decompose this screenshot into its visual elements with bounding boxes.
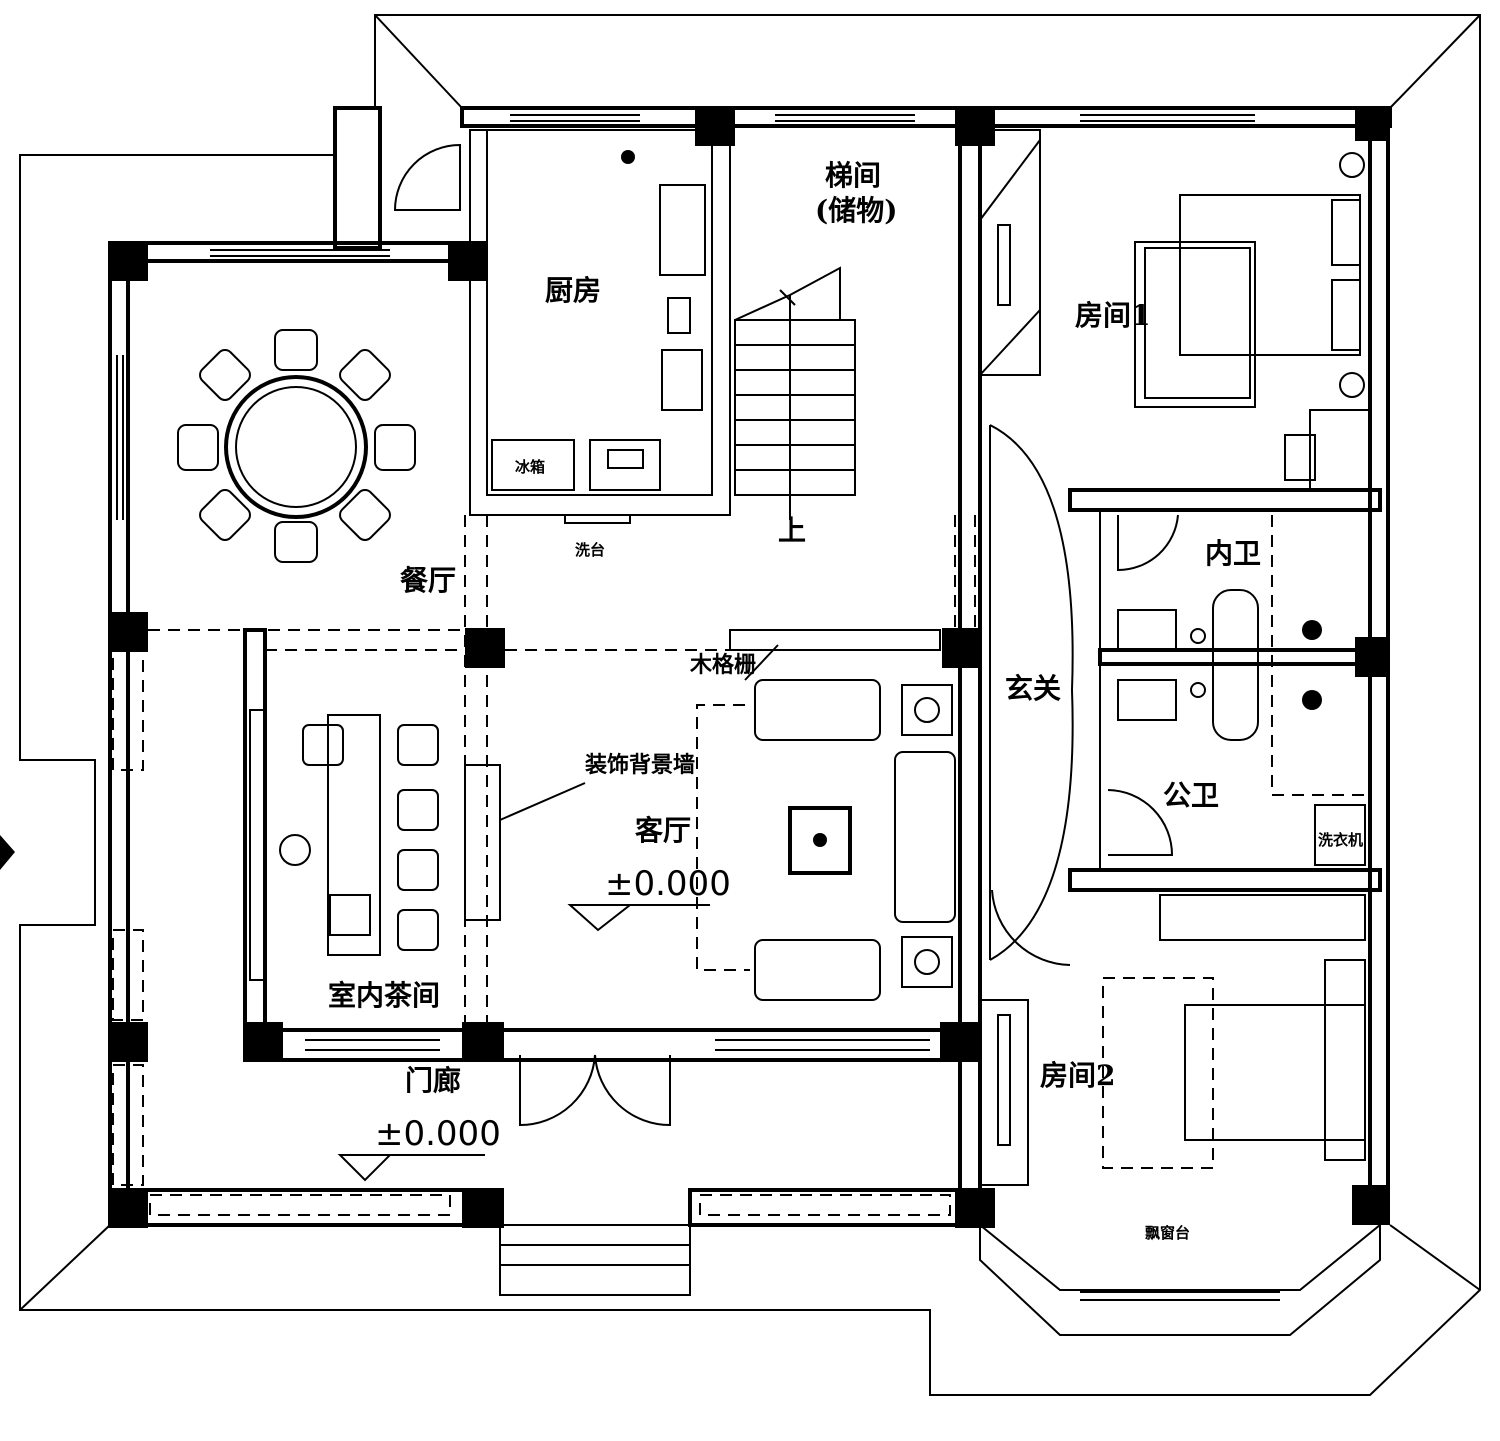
elevation-marks: ±0.000 ±0.000 [375, 864, 731, 1154]
fixture-labels: 上 冰箱 洗台 木格栅 装饰背景墙 洗衣机 飘窗台 [515, 458, 1363, 1242]
label-feature-wall: 装饰背景墙 [585, 752, 695, 778]
entrance-doors [393, 143, 691, 1296]
label-foyer: 玄关 [1005, 672, 1061, 705]
foyer [989, 424, 1074, 961]
label-storage: (储物) [815, 194, 898, 227]
label-stair-up: 上 [778, 514, 806, 547]
columns [108, 106, 1390, 1228]
label-room2: 房间2 [1040, 1059, 1115, 1092]
elevation-living: ±0.000 [605, 864, 731, 904]
room-labels: 梯间 (储物) 厨房 房间1 餐厅 内卫 玄关 公卫 客厅 室内茶间 门廊 房间… [328, 159, 1261, 1097]
label-dining: 餐厅 [400, 564, 456, 597]
label-porch: 门廊 [405, 1064, 461, 1097]
label-fridge: 冰箱 [515, 458, 545, 476]
label-wood-cabinet: 木格栅 [689, 652, 756, 678]
label-room1: 房间1 [1075, 299, 1150, 332]
room2-furniture [979, 889, 1366, 1186]
tea-room [249, 709, 586, 981]
label-tea-room: 室内茶间 [328, 979, 440, 1012]
elevation-porch: ±0.000 [375, 1114, 501, 1154]
living-furniture [337, 629, 956, 1182]
dining-table [177, 329, 416, 563]
windows [112, 114, 1255, 1216]
bathrooms [1099, 510, 1366, 870]
label-kitchen: 厨房 [545, 274, 601, 307]
room1-furniture [979, 129, 1371, 491]
label-stair: 梯间 [825, 159, 881, 192]
label-washer: 洗衣机 [1318, 831, 1363, 849]
dashed-openings [148, 515, 976, 1022]
stair [734, 266, 856, 520]
label-living: 客厅 [635, 814, 691, 847]
bay-window [979, 1222, 1381, 1336]
label-inner-bath: 内卫 [1205, 537, 1261, 570]
label-public-bath: 公卫 [1163, 779, 1219, 812]
kitchen [469, 129, 731, 524]
label-sink-cabinet: 洗台 [575, 541, 605, 559]
label-bay-window: 飘窗台 [1145, 1224, 1190, 1242]
